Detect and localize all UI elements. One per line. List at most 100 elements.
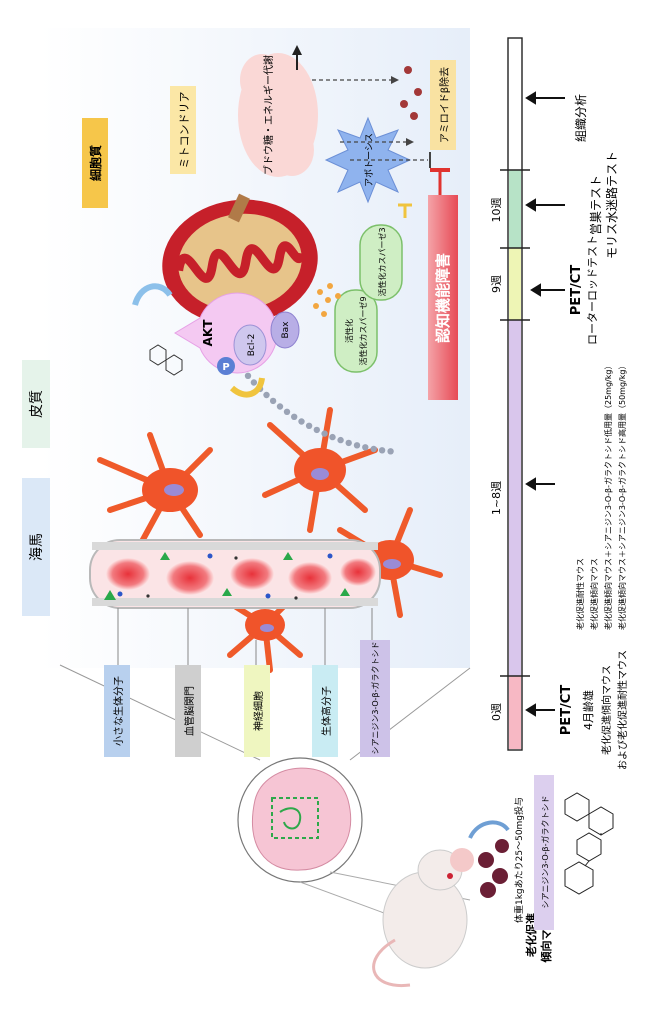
legend-box-bbb	[175, 665, 201, 757]
legend-box-small-molecule	[104, 665, 130, 757]
event-age: 4月齢雄	[581, 690, 595, 730]
feed-arrow	[468, 820, 510, 839]
akt-label: AKT	[201, 319, 215, 347]
amyloid-box	[430, 60, 456, 150]
membrane-bead	[353, 442, 361, 449]
treatment-group-3: 老化促進傾向マウス＋シアニジン3‑O‑β‑ガラクトシド低用量（25mg/kg）	[603, 362, 613, 630]
caspase9-label-1: 活性化	[344, 319, 354, 343]
legend-small-molecule: 小さな生体分子	[112, 676, 125, 746]
mito-label-box	[170, 86, 196, 174]
phospho-label: P	[222, 362, 229, 373]
cytoplasm-box	[82, 118, 108, 208]
membrane-bead	[269, 397, 277, 405]
membrane-bead	[378, 447, 386, 454]
event-morris: モリス水迷路テスト	[604, 151, 619, 259]
membrane-bead	[276, 403, 284, 410]
mouse-illustration	[372, 848, 474, 988]
zoom-line-top	[59, 664, 261, 761]
event-tissue: 組織分析	[574, 94, 588, 142]
week-label-0: 0週	[490, 703, 503, 721]
mito-label: ミトコンドリア	[178, 92, 191, 169]
legend-box-macromolecule	[312, 665, 338, 757]
cortex-box	[22, 360, 50, 448]
legend-box-c3g	[360, 640, 390, 757]
legend-c3g: シアニジン3‑O‑β‑ガラクトシド	[370, 642, 380, 755]
amyloid-label: アミロイドβ除去	[438, 67, 451, 143]
event-group-2: および老化促進耐性マウス	[616, 650, 629, 770]
amyloid-particles	[400, 66, 422, 120]
legend-macromolecule: 生体高分子	[320, 686, 333, 736]
mitochondrion	[162, 199, 318, 325]
phospho-badge	[217, 357, 235, 375]
glucose-label: ブドウ糖・エネルギー代謝	[262, 55, 275, 175]
brain-zoom-box	[271, 797, 319, 839]
membrane-bead	[313, 426, 320, 434]
treatment-group-1: 老化促進耐性マウス	[575, 558, 585, 630]
week-label-10: 10週	[490, 198, 503, 223]
c3g-structure	[564, 792, 614, 895]
bcl2-label: Bcl-2	[247, 334, 257, 357]
treatment-group-4: 老化促進傾向マウス＋シアニジン3‑O‑β‑ガラクトシド高用量（50mg/kg）	[617, 362, 627, 630]
blood-cell	[230, 558, 274, 590]
membrane-bead	[291, 413, 298, 420]
compound-box	[534, 775, 554, 930]
treatment-groups: 老化促進耐性マウス 老化促進傾向マウス 老化促進傾向マウス＋シアニジン3‑O‑β…	[575, 362, 627, 630]
event-petct-start: PET/CT	[559, 685, 574, 736]
cortex-label: 皮質	[29, 390, 45, 418]
membrane-bead	[362, 444, 369, 451]
legend-leaders	[117, 608, 373, 665]
caspase3: 活性化カスパーゼ3	[359, 224, 403, 301]
blood-vessel	[89, 539, 381, 609]
legend: 小さな生体分子 血管脳関門 神経細胞 生体高分子 シアニジン3‑O‑β‑ガラクト…	[104, 640, 390, 757]
cytochrome-dots	[313, 283, 341, 317]
treatment-group-2: 老化促進傾向マウス	[589, 558, 599, 630]
legend-bbb: 血管脳関門	[183, 686, 196, 736]
membrane-bead	[321, 430, 328, 437]
c3g-pellets	[478, 839, 509, 898]
cytoplasm-label: 細胞質	[88, 145, 103, 181]
bax-label: Bax	[281, 321, 291, 339]
c3g-molecule-small	[149, 344, 183, 376]
week-label-1-8: 1~8週	[490, 481, 503, 515]
caspase9-label: 活性化カスパーゼ9	[358, 296, 368, 365]
event-nest: 営巣テスト	[589, 175, 603, 235]
timeline-segment-0w	[509, 676, 521, 749]
caspase9: 活性化 活性化カスパーゼ9	[334, 289, 378, 373]
week-label-9: 9週	[490, 275, 503, 293]
cognitive-bar	[428, 195, 458, 400]
apoptosis-label: アポトーシス	[364, 133, 375, 187]
neuron-4	[222, 592, 303, 673]
legend-box-neuron	[244, 665, 270, 757]
neuron-1	[97, 432, 213, 548]
membrane-bead	[244, 372, 252, 379]
membrane-bead	[305, 422, 313, 429]
mouse-dose: 体重1kgあたり25～50mg投与	[513, 797, 525, 923]
hippocampus-label: 海馬	[29, 533, 45, 561]
brain-illustration	[237, 757, 363, 883]
caspase3-label: 活性化カスパーゼ3	[377, 227, 387, 296]
blood-cell	[288, 562, 332, 594]
hippocampus-box	[22, 478, 50, 616]
timeline-bar	[500, 37, 530, 751]
membrane-bead	[250, 379, 258, 386]
membrane-bead	[370, 445, 377, 453]
compound-label: シアニジン3‑O‑β‑ガラクトシド	[540, 796, 550, 909]
glucose-cloud: ブドウ糖・エネルギー代謝	[238, 45, 318, 177]
blood-cell	[166, 561, 214, 595]
timeline-segment-9w	[509, 248, 521, 320]
membrane-bead	[263, 391, 270, 399]
membrane-bead	[345, 439, 352, 447]
timeline-segment-1-8w	[509, 320, 521, 676]
blood-cell	[340, 558, 376, 586]
dashed-arrowheads	[391, 76, 414, 146]
event-group-1: 老化促進傾向マウス	[600, 665, 613, 755]
membrane-bead	[329, 433, 336, 441]
event-rotarod: ローターロッドテスト	[586, 235, 599, 345]
event-petct-9w: PET/CT	[569, 265, 584, 316]
membrane-bead	[298, 418, 305, 425]
dashed-arrows	[312, 79, 428, 161]
blood-cell	[106, 558, 150, 590]
cognitive-label: 認知機能障害	[434, 253, 452, 343]
